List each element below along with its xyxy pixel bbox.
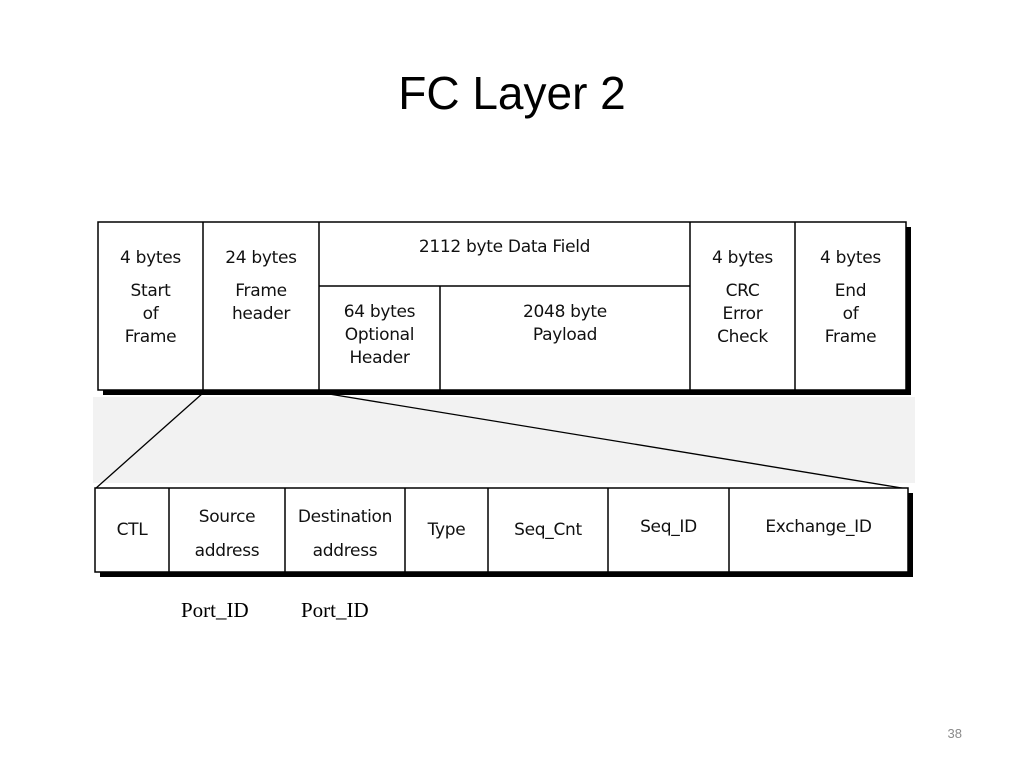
header-field-text: Seq_ID <box>640 517 697 537</box>
expand-line-left <box>94 392 204 490</box>
frame-header-size: 24 bytes <box>225 248 297 268</box>
header-field-type: Type <box>405 519 488 542</box>
port-id-label-destination: Port_ID <box>301 598 369 622</box>
data-field-label: 2112 byte Data Field <box>319 236 690 259</box>
fc-frame-diagram: 4 bytes Start of Frame 24 bytes Frame he… <box>93 217 915 585</box>
slide-title: FC Layer 2 <box>398 67 626 119</box>
optional-header-line: Optional <box>344 325 415 345</box>
header-field-source-address: Source address <box>169 500 285 568</box>
header-field-seq-id: Seq_ID <box>608 516 729 539</box>
header-field-text: address <box>194 541 260 561</box>
eof-name-line: of <box>842 304 859 324</box>
sof-size: 4 bytes <box>120 248 181 268</box>
header-field-text: Source <box>198 507 256 527</box>
header-field-exchange-id: Exchange_ID <box>729 516 908 539</box>
eof-name-line: Frame <box>824 327 877 347</box>
header-field-text: Type <box>427 520 466 540</box>
header-field-text: Exchange_ID <box>765 517 872 537</box>
crc-name-line: Error <box>722 304 763 324</box>
port-id-label-source: Port_ID <box>181 598 249 622</box>
frame-header-name-line: header <box>231 304 291 324</box>
eof-cell: 4 bytes End of Frame <box>795 247 906 349</box>
crc-name-line: Check <box>717 327 768 347</box>
crc-name-line: CRC <box>725 281 760 301</box>
header-field-ctl: CTL <box>95 519 169 542</box>
header-field-text: address <box>312 541 378 561</box>
optional-header-line: 64 bytes <box>343 302 416 322</box>
crc-size: 4 bytes <box>712 248 773 268</box>
eof-name-line: End <box>834 281 867 301</box>
header-field-seq-cnt: Seq_Cnt <box>488 519 608 542</box>
sof-name-line: Frame <box>124 327 177 347</box>
frame-header-cell: 24 bytes Frame header <box>203 247 319 326</box>
header-field-text: Seq_Cnt <box>514 520 582 540</box>
eof-size: 4 bytes <box>820 248 881 268</box>
header-field-text: Destination <box>297 507 393 527</box>
diagram-lines <box>93 217 915 585</box>
data-field-text: 2112 byte Data Field <box>418 237 591 257</box>
payload-line: 2048 byte <box>523 302 607 322</box>
sof-name-line: of <box>142 304 159 324</box>
header-field-text: CTL <box>116 520 148 540</box>
payload-cell: 2048 byte Payload <box>440 301 690 347</box>
optional-header-cell: 64 bytes Optional Header <box>319 301 440 370</box>
sof-name-line: Start <box>130 281 171 301</box>
crc-cell: 4 bytes CRC Error Check <box>690 247 795 349</box>
header-field-destination-address: Destination address <box>285 500 405 568</box>
payload-line: Payload <box>532 325 598 345</box>
optional-header-line: Header <box>349 348 410 368</box>
frame-header-name-line: Frame <box>235 281 287 301</box>
sof-cell: 4 bytes Start of Frame <box>98 247 203 349</box>
expand-line-right <box>322 392 909 490</box>
page-number: 38 <box>947 726 962 741</box>
